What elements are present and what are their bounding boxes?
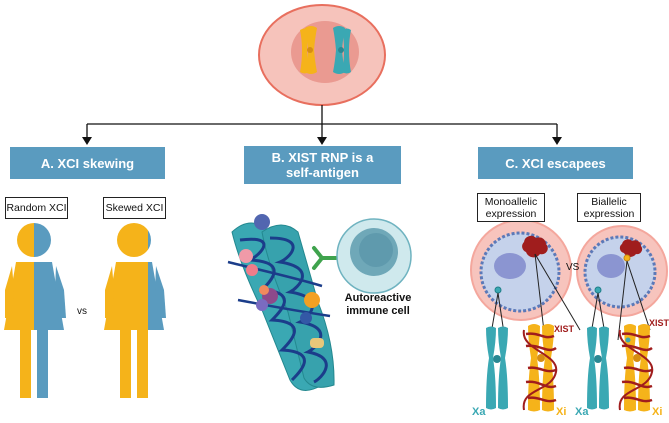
panel-c-title: C. XCI escapees [478, 147, 633, 179]
monoallelic-label: Monoallelic expression [477, 193, 545, 222]
arrow-heads [82, 137, 562, 145]
monoallelic-label-line1: Monoallelic [484, 195, 538, 208]
xa-label-bi: Xa [575, 406, 589, 418]
random-xci-label: Random XCI [5, 197, 68, 219]
xa-label-mono: Xa [472, 406, 486, 418]
rnp-proteins [239, 214, 324, 348]
biallelic-label-line2: expression [583, 207, 635, 220]
monoallelic-label-line2: expression [485, 207, 537, 220]
skewed-xci-label: Skewed XCI [103, 197, 166, 219]
xi-label-mono: Xi [556, 406, 567, 418]
connector-arrows [86, 105, 558, 138]
vs-label-c: VS [566, 262, 580, 273]
vs-label-a: vs [77, 306, 87, 317]
biallelic-label-line1: Biallelic [591, 195, 627, 208]
xa-chromosome-mono [486, 326, 508, 410]
panel-b-title-line1: B. XIST RNP is a [271, 150, 374, 165]
top-chromosome-orange [300, 26, 317, 74]
panel-a-title: A. XCI skewing [10, 147, 165, 179]
xi-chromosome-bi [618, 324, 654, 412]
figure-random-xci [4, 223, 66, 398]
cell-biallelic [576, 225, 668, 317]
top-chromosome-teal [333, 26, 351, 74]
immune-cell-label-line2: immune cell [346, 305, 410, 317]
cell-monoallelic [470, 219, 572, 321]
antibody-icon [312, 246, 338, 270]
panel-b-title-line2: self-antigen [286, 165, 359, 180]
figure-skewed-xci [104, 223, 166, 398]
xi-chromosome-mono [522, 324, 558, 412]
xa-chromosome-bi [587, 326, 609, 410]
top-cell [258, 4, 386, 106]
immune-cell [336, 218, 412, 294]
panel-b-title: B. XIST RNP is a self-antigen [244, 146, 401, 184]
biallelic-label: Biallelic expression [577, 193, 641, 222]
immune-cell-label-line1: Autoreactive [344, 292, 412, 304]
immune-cell-label: Autoreactive immune cell [338, 292, 418, 318]
xist-chromosome [227, 214, 335, 391]
xi-label-bi: Xi [652, 406, 663, 418]
xist-label-bi: XIST [649, 318, 669, 328]
xist-label-mono: XIST [554, 324, 575, 334]
